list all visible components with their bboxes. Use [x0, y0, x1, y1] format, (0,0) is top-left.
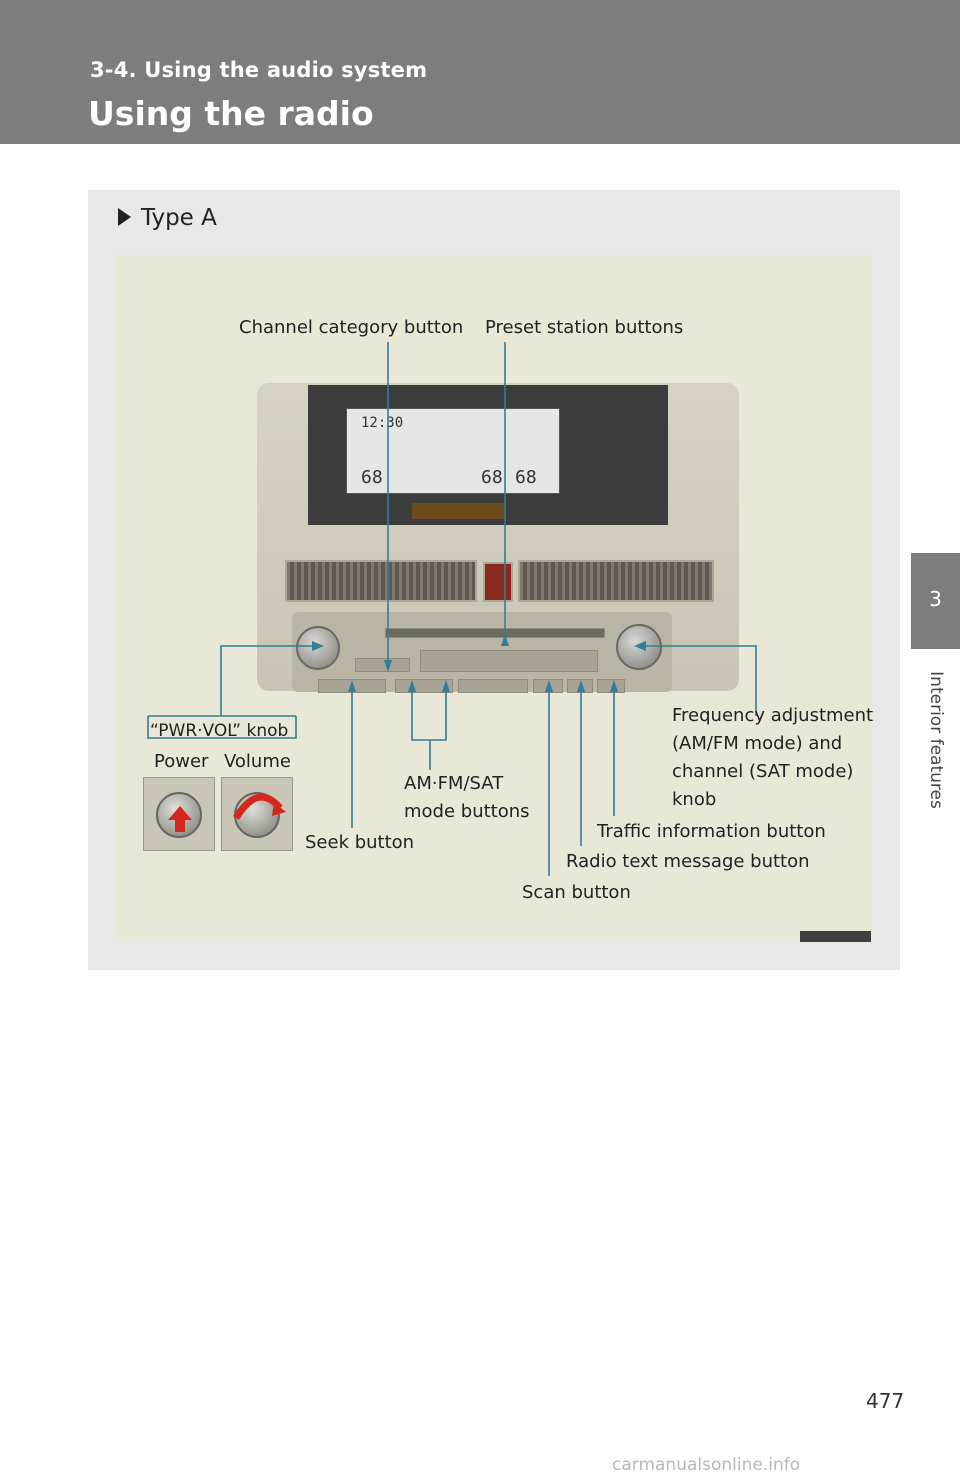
page-title: Using the radio	[88, 94, 374, 133]
arrowhead-preset	[501, 634, 509, 646]
arrowhead-pwr	[312, 641, 324, 651]
lcd-display: 12:30 68 68 68	[346, 408, 560, 494]
triangle-bullet-icon	[118, 208, 131, 226]
leader-mode	[411, 692, 447, 741]
leader-pwr-vol-bracket	[147, 716, 297, 739]
push-arrow-icon	[168, 806, 192, 832]
aux-buttons[interactable]	[458, 679, 528, 693]
lcd-temp-right: 68	[515, 467, 537, 488]
right-air-vent	[518, 560, 714, 602]
label-mode-1: AM·FM/SAT	[404, 773, 504, 794]
label-volume: Volume	[224, 751, 291, 772]
leader-pwr-vol-left	[220, 645, 312, 716]
label-pwr-vol-knob: “PWR·VOL” knob	[150, 721, 289, 741]
chapter-number: 3	[929, 587, 942, 611]
type-label: Type A	[118, 205, 217, 231]
channel-category-button[interactable]	[355, 658, 410, 672]
traffic-info-button[interactable]	[597, 679, 625, 693]
lcd-temp-mid: 68	[481, 467, 503, 488]
label-channel-category: Channel category button	[239, 317, 464, 338]
arrowhead-scan	[545, 680, 553, 692]
disc-slot	[385, 628, 605, 638]
figure-code-tag	[800, 931, 871, 942]
power-thumbnail	[143, 777, 215, 851]
type-label-text: Type A	[141, 205, 217, 231]
rotate-arrow-icon	[233, 793, 286, 820]
label-frequency-1: Frequency adjustment	[672, 705, 874, 726]
label-traffic: Traffic information button	[597, 821, 826, 842]
arrowhead-channel	[384, 660, 392, 672]
arrowhead-freq	[634, 641, 646, 651]
label-radio-text: Radio text message button	[566, 851, 810, 872]
label-mode-2: mode buttons	[404, 801, 530, 822]
volume-thumbnail	[221, 777, 293, 851]
label-preset-station: Preset station buttons	[485, 317, 684, 338]
label-power: Power	[154, 751, 209, 772]
arrowhead-mode-2	[442, 680, 450, 692]
hazard-button[interactable]	[483, 562, 513, 602]
label-seek: Seek button	[305, 832, 415, 853]
section-label: 3-4. Using the audio system	[90, 58, 428, 82]
label-frequency-2: (AM/FM mode) and	[672, 733, 843, 754]
arrowhead-radio-text	[577, 680, 585, 692]
leader-frequency	[646, 645, 757, 716]
watermark: carmanualsonline.info	[612, 1455, 801, 1475]
arrowhead-seek	[348, 680, 356, 692]
passenger-airbag-indicator	[412, 503, 504, 519]
lcd-clock: 12:30	[361, 415, 404, 431]
arrowhead-mode-1	[408, 680, 416, 692]
label-scan: Scan button	[522, 882, 631, 903]
left-air-vent	[285, 560, 477, 602]
label-frequency-4: knob	[672, 789, 717, 810]
arrowhead-traffic	[610, 680, 618, 692]
page-number: 477	[866, 1389, 905, 1413]
label-frequency-3: channel (SAT mode)	[672, 761, 854, 782]
preset-station-buttons[interactable]	[420, 650, 598, 672]
page-header: 3-4. Using the audio system Using the ra…	[0, 0, 960, 144]
lcd-temp-left: 68	[361, 467, 383, 488]
chapter-tab[interactable]: 3	[911, 553, 960, 649]
